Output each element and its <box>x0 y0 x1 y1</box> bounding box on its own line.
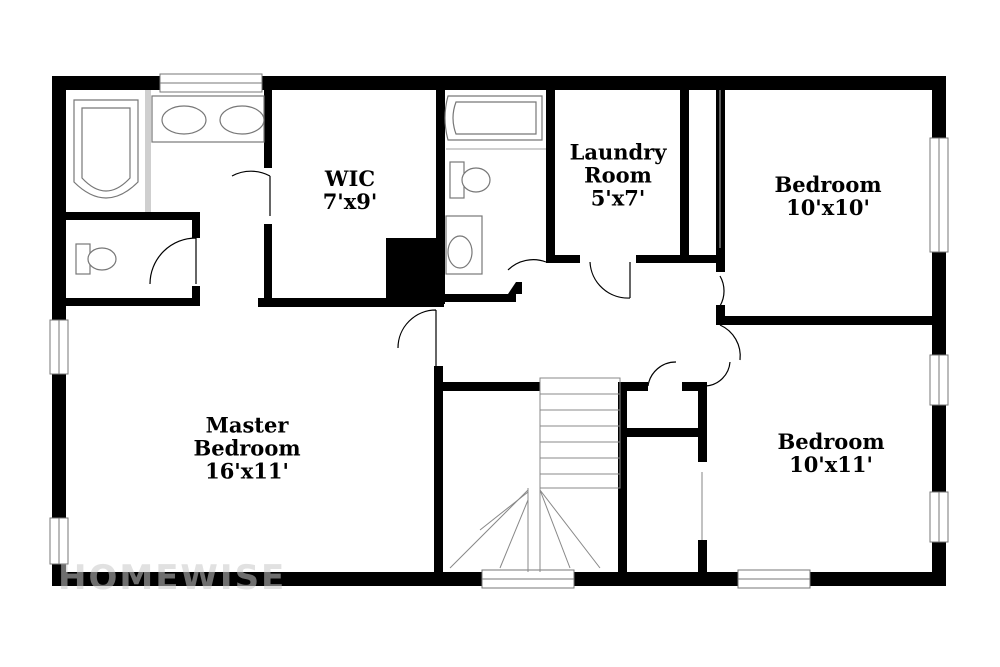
room-name-line2: Room <box>584 162 652 188</box>
room-label-bedroom-bottom: Bedroom 10'x11' <box>777 430 884 476</box>
doors <box>149 90 741 540</box>
room-dimensions: 16'x11' <box>205 458 289 484</box>
room-name-line2: Bedroom <box>193 435 301 461</box>
room-label-bedroom-top: Bedroom 10'x10' <box>774 173 881 219</box>
room-name: Bedroom <box>777 429 885 454</box>
room-name-line1: Master <box>205 412 289 438</box>
room-dimensions: 10'x11' <box>789 452 873 477</box>
room-label-laundry: Laundry Room 5'x7' <box>570 141 667 210</box>
fixtures <box>73 95 543 275</box>
room-dimensions: 5'x7' <box>590 185 646 211</box>
room-name: Bedroom <box>774 172 882 197</box>
watermark-logo: HOMEWISE <box>58 558 287 598</box>
room-dimensions: 7'x9' <box>322 189 378 214</box>
exterior-walls <box>52 76 946 586</box>
staircase <box>449 377 621 572</box>
interior-walls <box>66 90 934 574</box>
room-name-line1: Laundry <box>569 139 667 165</box>
room-label-master: Master Bedroom 16'x11' <box>193 414 300 483</box>
room-label-wic: WIC 7'x9' <box>323 167 378 213</box>
windows <box>49 73 949 589</box>
room-dimensions: 10'x10' <box>786 195 870 220</box>
room-name: WIC <box>324 166 376 191</box>
